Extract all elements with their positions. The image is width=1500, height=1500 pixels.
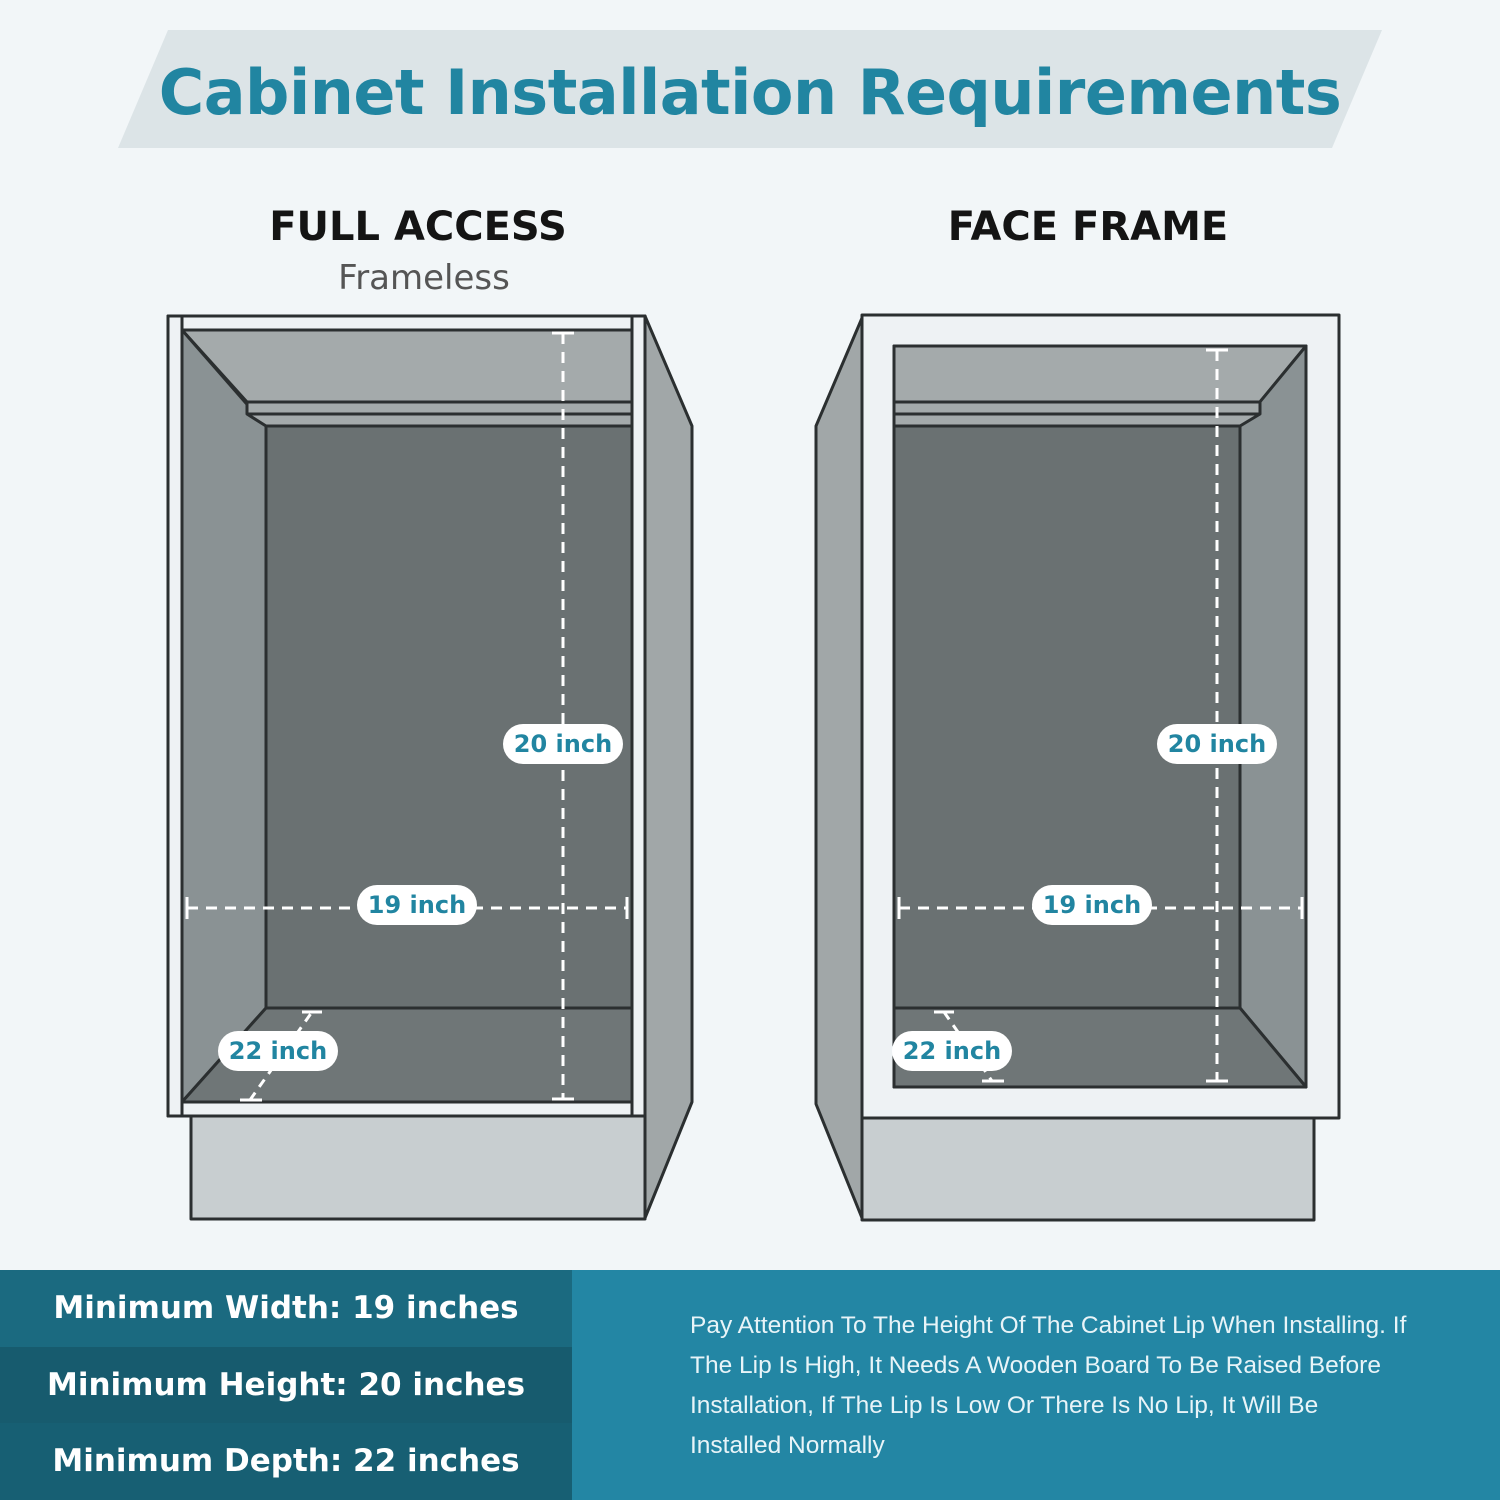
requirements-list: Minimum Width: 19 inches Minimum Height:… [0, 1270, 572, 1500]
full-access-height-label: 20 inch [503, 724, 623, 764]
face-frame-depth-label: 22 inch [892, 1031, 1012, 1071]
full-access-heading: FULL ACCESS [269, 204, 567, 250]
requirement-depth: Minimum Depth: 22 inches [0, 1423, 572, 1500]
full-access-width-label: 19 inch [357, 885, 477, 925]
face-frame-width-label: 19 inch [1032, 885, 1152, 925]
face-frame-height-label: 20 inch [1157, 724, 1277, 764]
installation-note: Pay Attention To The Height Of The Cabin… [690, 1312, 1407, 1459]
full-access-subheading: Frameless [338, 258, 510, 298]
full-access-cabinet [166, 314, 694, 1221]
cabinet-diagrams [166, 313, 1341, 1222]
face-frame-heading: FACE FRAME [947, 204, 1229, 250]
requirement-width: Minimum Width: 19 inches [0, 1270, 572, 1347]
face-frame-cabinet [814, 313, 1341, 1222]
page-title: Cabinet Installation Requirements [158, 56, 1342, 129]
requirement-height: Minimum Height: 20 inches [0, 1346, 572, 1424]
title-banner [118, 30, 1382, 148]
full-access-depth-label: 22 inch [218, 1031, 338, 1071]
requirements-panel: Minimum Width: 19 inches Minimum Height:… [0, 1270, 1500, 1500]
